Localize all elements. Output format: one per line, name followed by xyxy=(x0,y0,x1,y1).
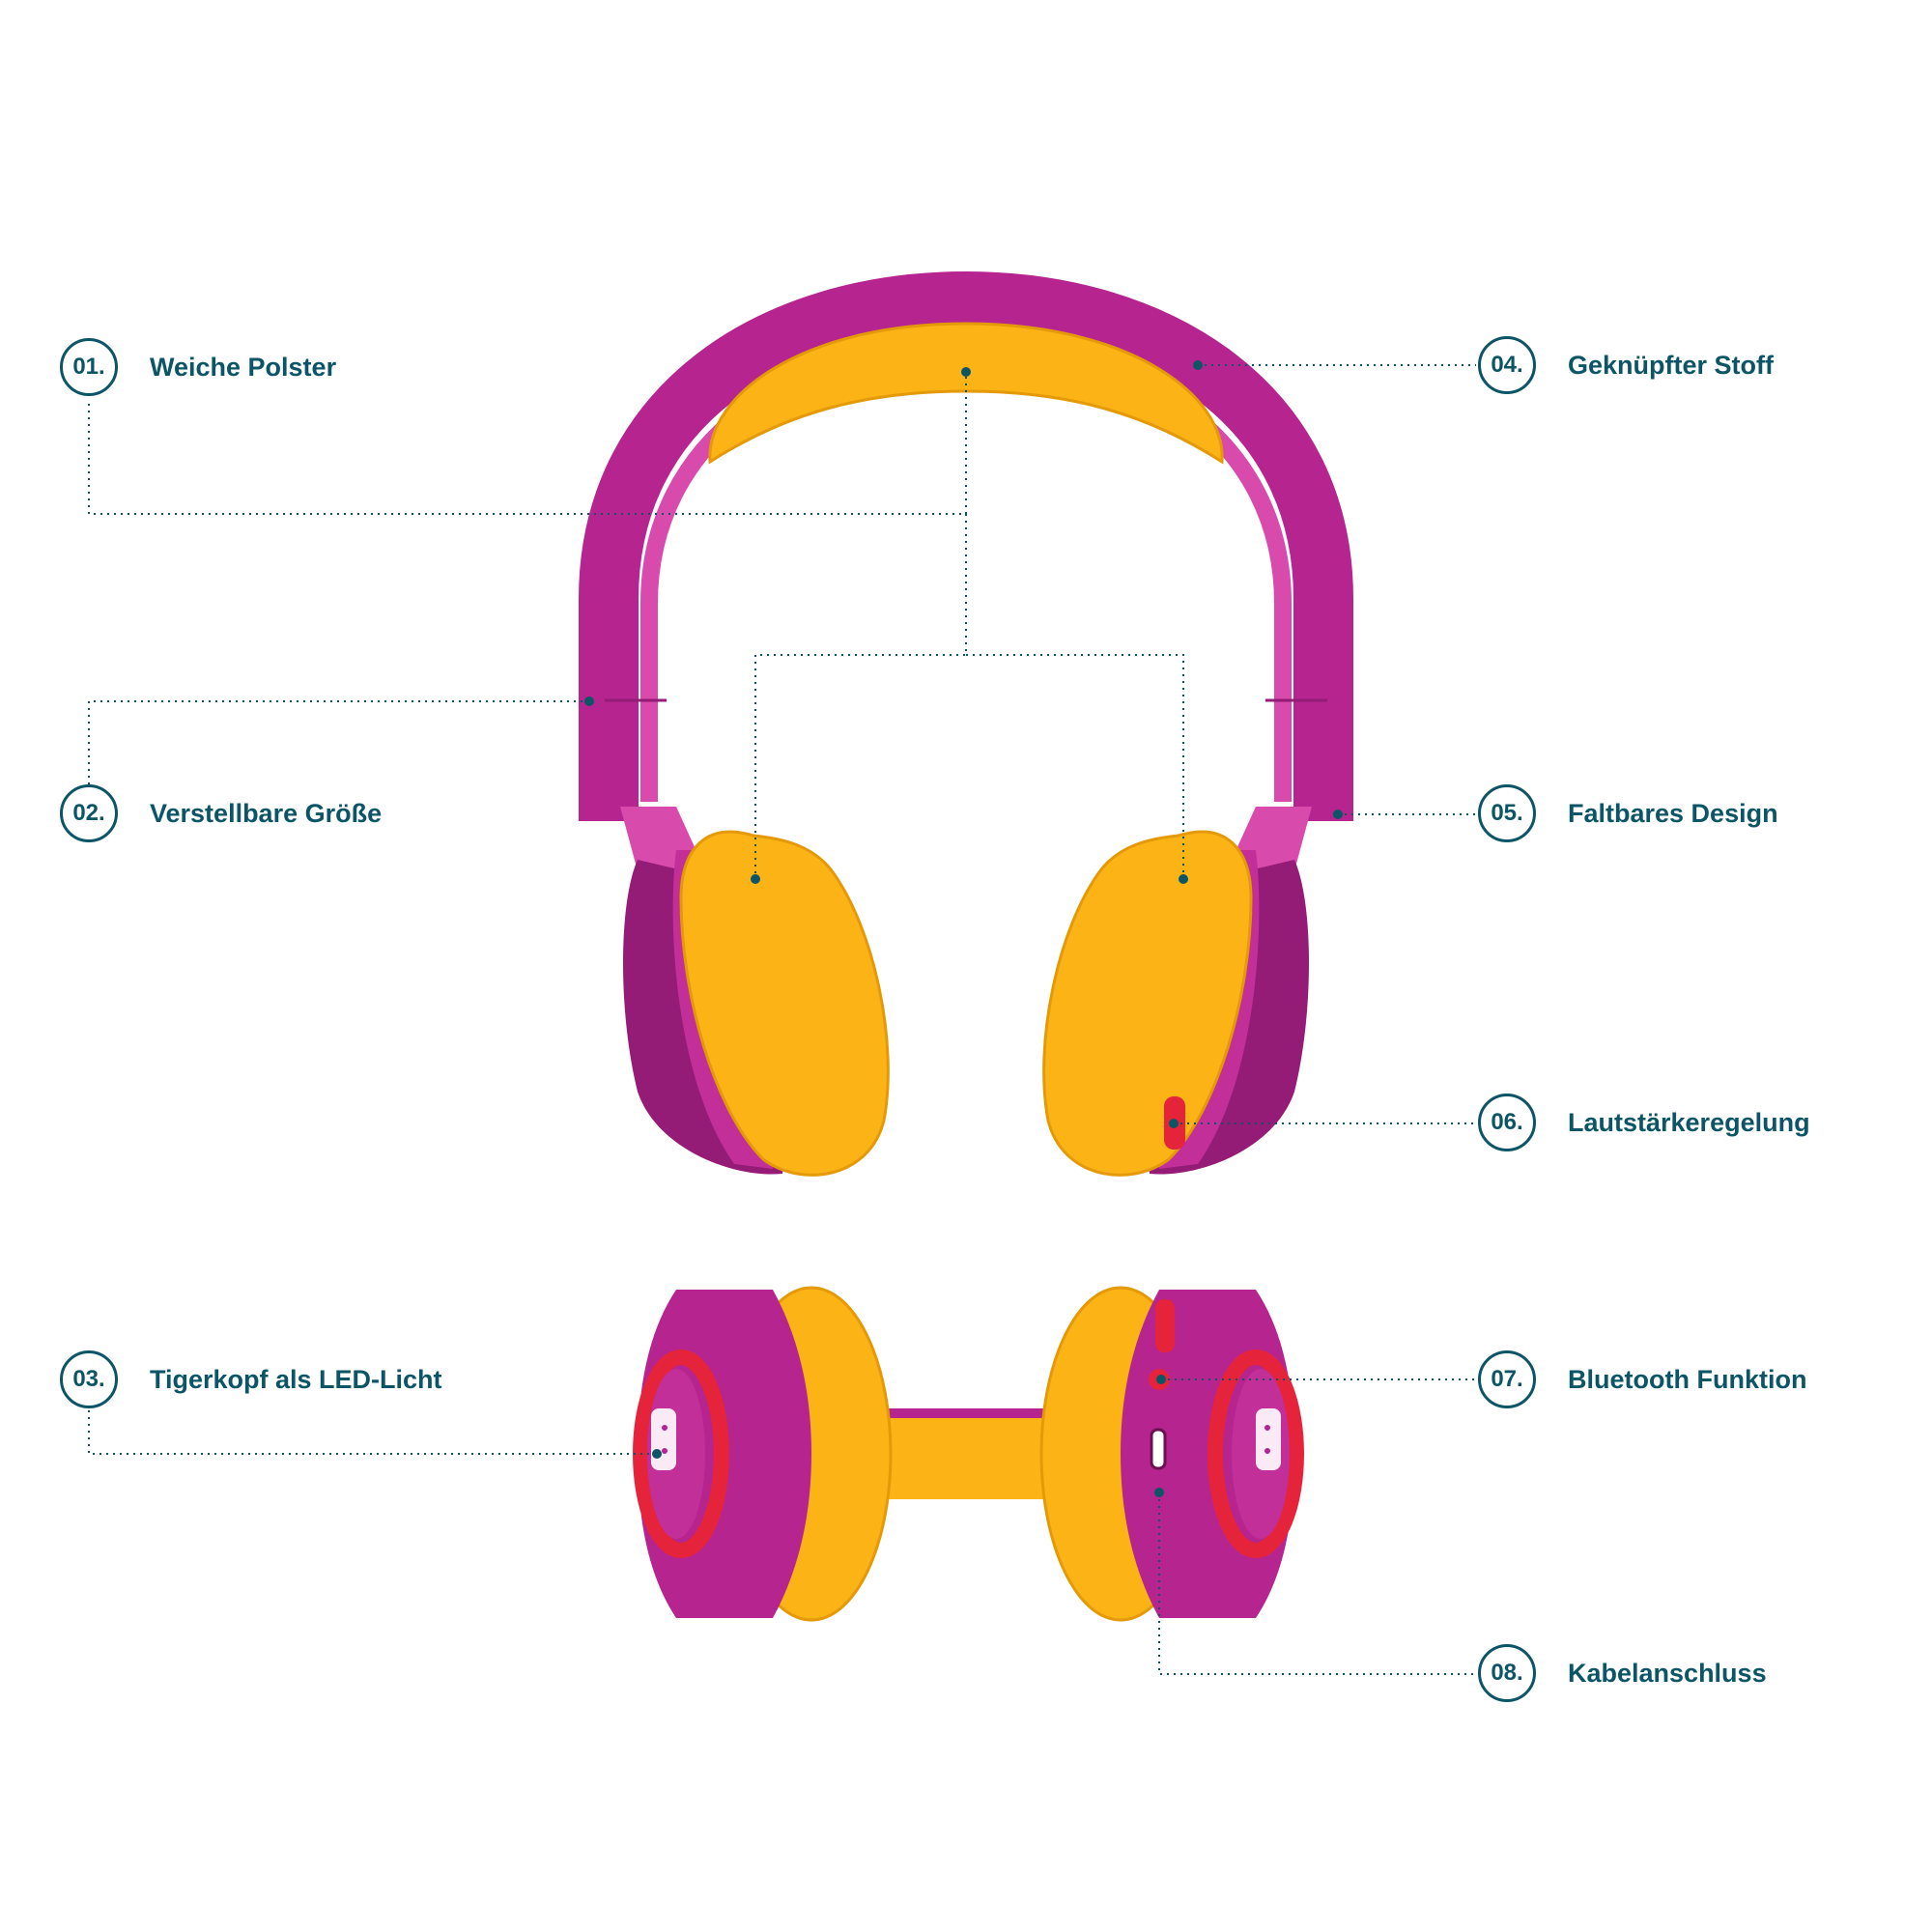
dot-01-right-pad xyxy=(1179,874,1188,884)
feature-05-label: Faltbares Design xyxy=(1568,799,1778,828)
folded-band-edge xyxy=(850,1408,1082,1418)
side-volume-buttons xyxy=(1155,1299,1175,1352)
headband xyxy=(579,270,1353,821)
right-ear-pad xyxy=(1042,830,1253,1177)
dot-02 xyxy=(584,696,594,706)
feature-07-number: 07. xyxy=(1478,1350,1536,1408)
feature-06-number: 06. xyxy=(1478,1094,1536,1151)
leader-01-branch-right xyxy=(966,654,1184,879)
feature-08-number: 08. xyxy=(1478,1644,1536,1702)
dot-04 xyxy=(1193,360,1203,370)
dot-07 xyxy=(1156,1375,1166,1384)
leader-01-branch xyxy=(754,514,967,879)
leader-lines xyxy=(88,364,1476,1675)
feature-03-number: 03. xyxy=(60,1350,118,1408)
leader-02 xyxy=(88,700,589,784)
feature-01-label: Weiche Polster xyxy=(150,353,337,382)
headband-cushion xyxy=(708,322,1224,465)
feature-05-number: 05. xyxy=(1478,784,1536,842)
dot-01 xyxy=(961,367,971,377)
feature-07-label: Bluetooth Funktion xyxy=(1568,1365,1807,1394)
dot-06 xyxy=(1169,1119,1179,1128)
usb-port xyxy=(1150,1428,1167,1470)
headphones-front-view xyxy=(579,270,1353,1177)
feature-03-label: Tigerkopf als LED-Licht xyxy=(150,1365,442,1394)
feature-01-number: 01. xyxy=(60,338,118,396)
leader-01 xyxy=(88,372,967,515)
feature-08-label: Kabelanschluss xyxy=(1568,1659,1767,1688)
leader-dots xyxy=(584,360,1343,1497)
leader-08 xyxy=(1158,1492,1476,1675)
dot-05 xyxy=(1333,810,1343,819)
dot-03 xyxy=(652,1449,662,1459)
feature-02-number: 02. xyxy=(60,784,118,842)
tiger-head-icon-right xyxy=(1256,1408,1281,1470)
left-ear-pad xyxy=(679,830,890,1177)
headphones-folded-side-view xyxy=(633,1286,1304,1622)
dot-08 xyxy=(1154,1488,1164,1497)
feature-02-label: Verstellbare Größe xyxy=(150,799,383,828)
tiger-head-icon xyxy=(651,1408,676,1470)
right-folded-ring xyxy=(1208,1350,1304,1558)
dot-01-left-pad xyxy=(751,874,760,884)
feature-04-label: Geknüpfter Stoff xyxy=(1568,351,1774,380)
feature-04-number: 04. xyxy=(1478,336,1536,394)
feature-06-label: Lautstärkeregelung xyxy=(1568,1108,1810,1137)
